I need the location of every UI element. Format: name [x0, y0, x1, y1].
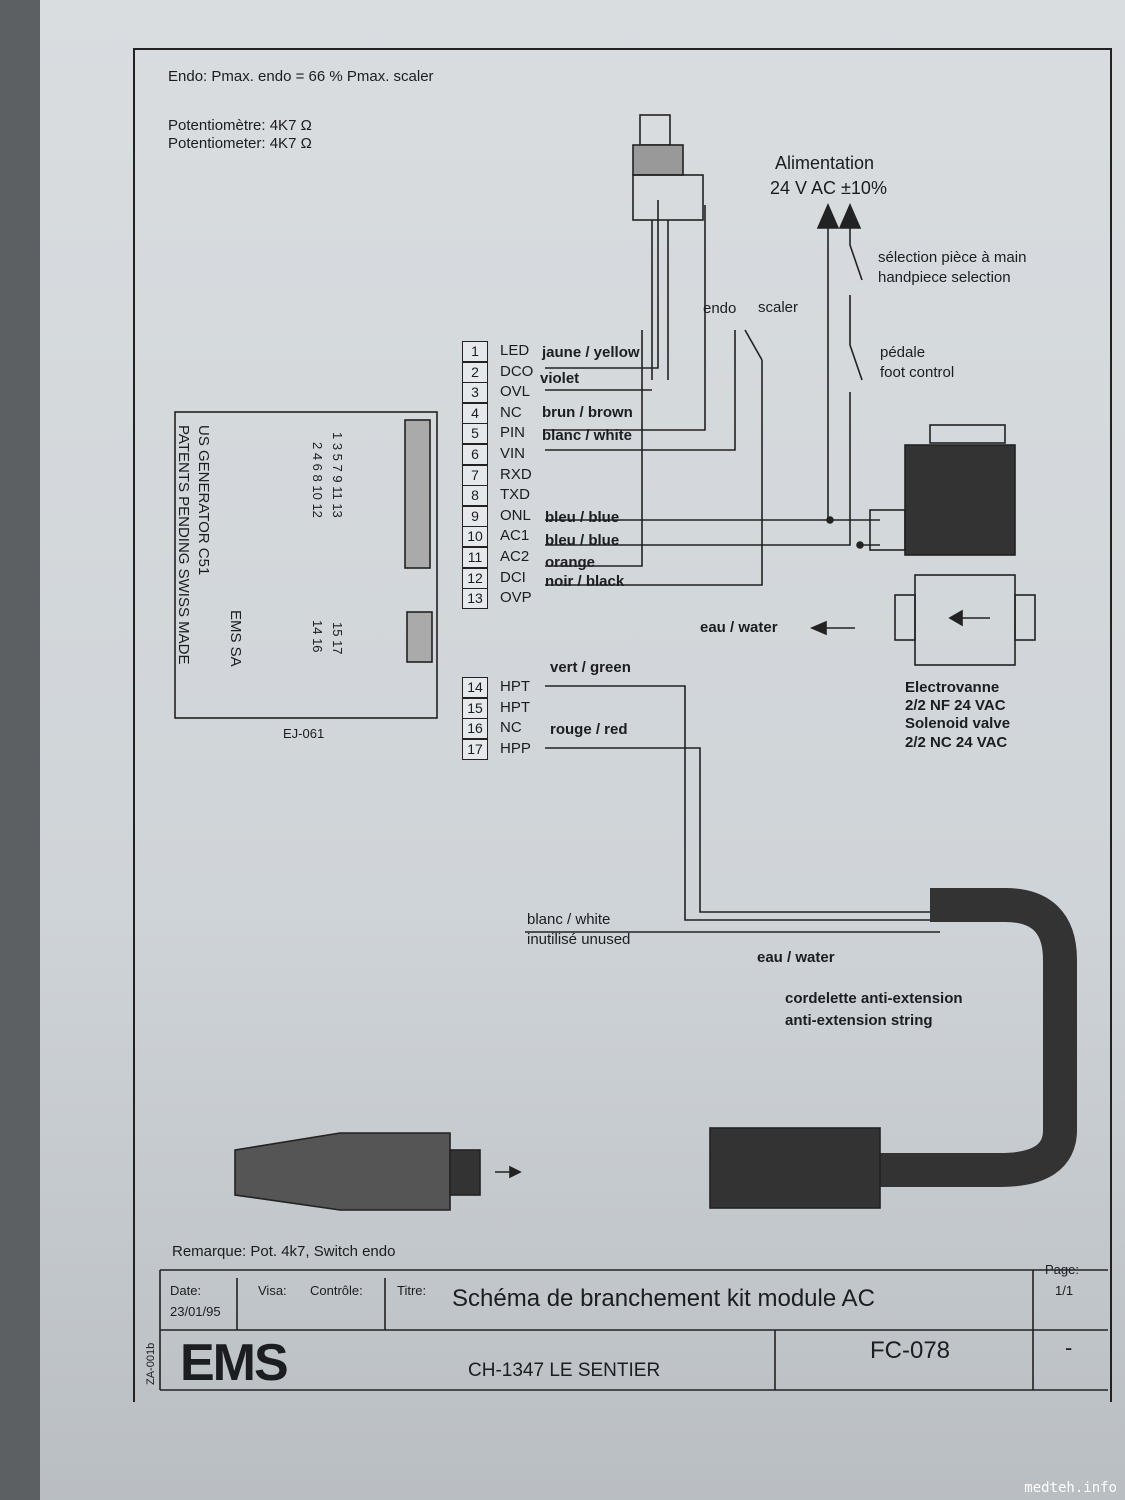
board-label: EJ-061 — [283, 726, 325, 741]
wire-label-violet: violet — [540, 370, 580, 387]
pin-number: 13 — [462, 588, 488, 610]
solenoid-heatsink — [929, 424, 1006, 444]
board-outline — [174, 411, 438, 719]
revision: - — [1065, 1335, 1073, 1360]
solenoid-terminals — [869, 509, 906, 551]
wire-label-blue-1: bleu / blue — [545, 509, 620, 526]
potentiometer-base — [632, 174, 704, 221]
watermark: medteh.info — [1024, 1480, 1117, 1496]
pin-name: HPP — [500, 739, 531, 757]
pin-number: 5 — [462, 423, 488, 445]
cable-unused: inutilisé unused — [527, 931, 631, 948]
pin-number: 8 — [462, 485, 488, 507]
pin-number: 4 — [462, 402, 488, 424]
ems-logo: EMS — [180, 1334, 289, 1392]
pin-name: PIN — [500, 424, 526, 442]
wire-label-green: vert / green — [550, 659, 631, 676]
pin-name: DCO — [500, 362, 534, 380]
wire-label-red: rouge / red — [550, 721, 628, 738]
switch-scaler-label: scaler — [758, 299, 799, 316]
pin-number: 17 — [462, 738, 488, 760]
control-label: Contrôle: — [310, 1283, 363, 1298]
valve-l4: 2/2 NC 24 VAC — [905, 734, 1008, 751]
page-label: Page: — [1045, 1262, 1079, 1277]
power-voltage: 24 V AC ±10% — [770, 178, 887, 198]
switch-endo-label: endo — [703, 300, 737, 317]
wire-label-white: blanc / white — [542, 427, 633, 444]
pin-number: 9 — [462, 505, 488, 527]
cable-white: blanc / white — [527, 911, 611, 928]
pin-number: 12 — [462, 567, 488, 589]
pin-number: 1 — [462, 341, 488, 362]
board-pins-even: 2 4 6 8 10 12 — [310, 442, 325, 518]
pin-name: TXD — [500, 486, 530, 504]
valve-water: eau / water — [700, 619, 778, 636]
wire-label-brown: brun / brown — [542, 404, 633, 421]
address: CH-1347 LE SENTIER — [468, 1360, 661, 1381]
board-line2: PATENTS PENDING SWISS MADE — [175, 425, 192, 665]
potentiometer-body — [632, 144, 684, 176]
pin-name: OVP — [500, 589, 532, 607]
pin-name: OVL — [500, 383, 531, 401]
page-value: 1/1 — [1055, 1283, 1074, 1298]
valve-l3: Solenoid valve — [905, 715, 1011, 732]
pin-number: 10 — [462, 526, 488, 548]
pin-name: AC2 — [500, 548, 530, 565]
handpiece-sel-en: handpiece selection — [878, 269, 1011, 286]
document-page — [40, 0, 1125, 1500]
cable-string-fr: cordelette anti-extension — [785, 990, 963, 1007]
cable-string-en: anti-extension string — [785, 1012, 933, 1029]
pin-number: 15 — [462, 697, 488, 719]
valve-l1: Electrovanne — [905, 679, 1000, 696]
board-line1: US GENERATOR C51 — [195, 425, 212, 576]
doc-number: FC-078 — [870, 1337, 951, 1364]
pin-name: DCI — [500, 568, 526, 586]
solenoid-coil — [904, 444, 1016, 556]
pin-name: RXD — [500, 465, 532, 483]
valve-body — [914, 574, 1016, 666]
pin-name: AC1 — [500, 527, 530, 545]
pin-name: HPT — [500, 698, 530, 716]
pin-name: LED — [500, 342, 530, 359]
valve-l2: 2/2 NF 24 VAC — [905, 697, 1006, 714]
pin-name: HPT — [500, 678, 530, 695]
pin-number: 11 — [462, 547, 488, 568]
board-pins-even-2: 14 16 — [310, 620, 325, 653]
wire-label-blue-2: bleu / blue — [545, 532, 620, 549]
date-label: Date: — [170, 1283, 202, 1298]
wire-label-black: noir / black — [545, 573, 625, 590]
title-label: Titre: — [397, 1283, 427, 1298]
pedal-en: foot control — [880, 364, 955, 381]
wire-label-orange: orange — [545, 554, 596, 571]
pin-name: VIN — [500, 445, 526, 462]
visa-label: Visa: — [258, 1283, 287, 1298]
pin-number: 14 — [462, 677, 488, 698]
date-value: 23/01/95 — [170, 1304, 221, 1319]
remark: Remarque: Pot. 4k7, Switch endo — [172, 1243, 396, 1260]
handpiece-sel-fr: sélection pièce à main — [878, 249, 1027, 266]
pin-name: ONL — [500, 506, 531, 524]
pin-number: 7 — [462, 464, 488, 486]
note-pot-fr: Potentiomètre: 4K7 Ω — [168, 117, 312, 134]
drawing-frame — [133, 48, 1112, 1402]
potentiometer-shaft — [639, 114, 671, 146]
drawing-title: Schéma de branchement kit module AC — [452, 1285, 875, 1312]
form-id: ZA-001b — [145, 1342, 157, 1385]
cable-water: eau / water — [757, 949, 835, 966]
board-pins-odd-2: 15 17 — [330, 622, 345, 655]
pin-number: 2 — [462, 361, 488, 383]
board-brand: EMS SA — [227, 610, 244, 667]
note-endo-power: Endo: Pmax. endo = 66 % Pmax. scaler — [168, 68, 434, 85]
pin-name: NC — [500, 403, 522, 421]
wire-label-yellow: jaune / yellow — [542, 344, 640, 361]
board-pins-odd: 1 3 5 7 9 11 13 — [330, 432, 345, 518]
pin-number: 16 — [462, 718, 488, 739]
pin-number: 3 — [462, 382, 488, 404]
power-title: Alimentation — [775, 153, 875, 173]
note-pot-en: Potentiometer: 4K7 Ω — [168, 135, 312, 152]
pedal-fr: pédale — [880, 344, 926, 361]
pin-number: 6 — [462, 444, 488, 465]
pin-name: NC — [500, 719, 522, 736]
